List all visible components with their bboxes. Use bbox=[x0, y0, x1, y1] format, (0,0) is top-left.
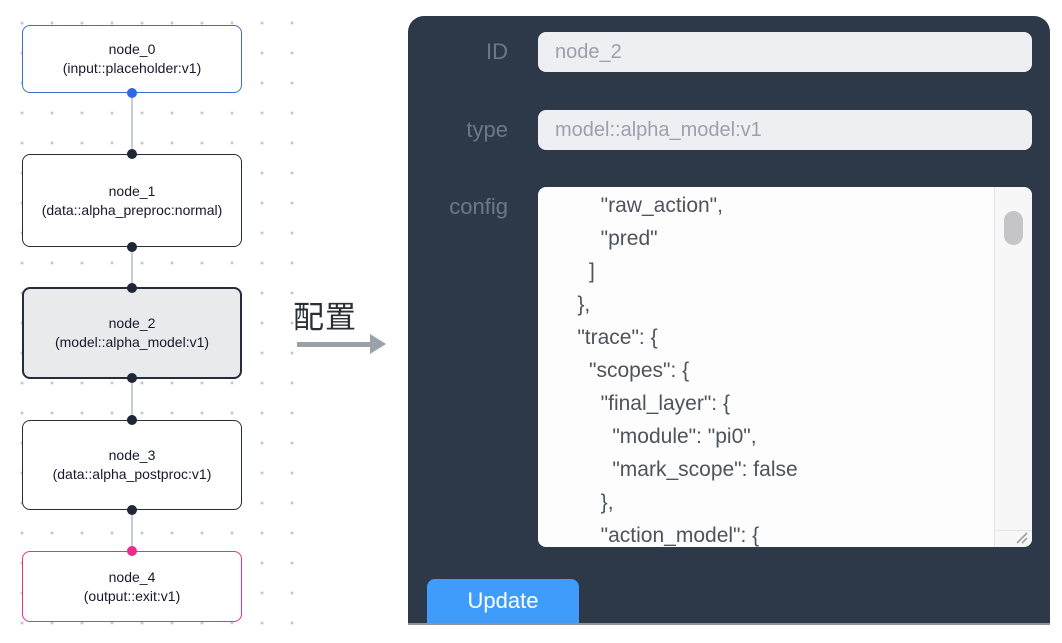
node-subtitle: (output::exit:v1) bbox=[83, 587, 181, 604]
config-panel: ID type config "raw_action", "pred" ] },… bbox=[408, 16, 1050, 625]
id-label: ID bbox=[486, 39, 508, 64]
resize-handle-icon bbox=[1016, 532, 1028, 544]
node-subtitle: (data::alpha_postproc:v1) bbox=[52, 466, 212, 482]
node-subtitle: (data::alpha_preproc:normal) bbox=[41, 201, 223, 218]
edge-node0-node1 bbox=[131, 93, 133, 154]
arrow-line bbox=[297, 342, 371, 347]
node-title: node_0 bbox=[108, 41, 156, 57]
resize-handle[interactable] bbox=[994, 530, 1032, 547]
input-port[interactable] bbox=[127, 149, 137, 159]
edge-node3-node4 bbox=[131, 510, 133, 551]
output-port[interactable] bbox=[127, 505, 137, 515]
config-json-text: "raw_action", "pred" ] }, "trace": { "sc… bbox=[577, 194, 798, 547]
flow-node-node_4[interactable]: node_4 (output::exit:v1) bbox=[22, 546, 242, 622]
config-textarea[interactable]: "raw_action", "pred" ] }, "trace": { "sc… bbox=[538, 187, 1032, 547]
output-port[interactable] bbox=[127, 242, 137, 252]
output-port[interactable] bbox=[127, 373, 137, 383]
flow-node-node_3[interactable]: node_3 (data::alpha_postproc:v1) bbox=[22, 415, 242, 515]
output-port[interactable] bbox=[127, 88, 137, 98]
flow-node-node_1[interactable]: node_1 (data::alpha_preproc:normal) bbox=[22, 149, 242, 252]
config-label: config bbox=[449, 194, 508, 219]
update-button[interactable]: Update bbox=[427, 579, 579, 623]
config-scrollbar-thumb[interactable] bbox=[1004, 211, 1023, 245]
input-port[interactable] bbox=[127, 546, 137, 556]
node-title: node_4 bbox=[108, 568, 156, 585]
input-port[interactable] bbox=[127, 283, 137, 293]
config-scrollbar[interactable] bbox=[994, 187, 1032, 547]
type-input[interactable] bbox=[538, 110, 1032, 150]
config-annotation-label: 配置 bbox=[293, 300, 357, 335]
type-label: type bbox=[466, 117, 508, 142]
flow-node-node_2-selected[interactable]: node_2 (model::alpha_model:v1) bbox=[22, 283, 242, 383]
arrow-head-icon bbox=[370, 334, 386, 354]
input-port[interactable] bbox=[127, 415, 137, 425]
edge-node1-node2 bbox=[131, 247, 133, 287]
flow-canvas[interactable]: node_0 (input::placeholder:v1) node_1 (d… bbox=[0, 0, 306, 643]
node-title: node_2 bbox=[108, 315, 156, 331]
node-title: node_3 bbox=[108, 447, 156, 463]
node-title: node_1 bbox=[108, 182, 156, 199]
flow-node-node_0[interactable]: node_0 (input::placeholder:v1) bbox=[22, 25, 242, 98]
edge-node2-node3 bbox=[131, 379, 133, 420]
node-subtitle: (input::placeholder:v1) bbox=[62, 60, 202, 76]
id-input[interactable] bbox=[538, 32, 1032, 72]
node-subtitle: (model::alpha_model:v1) bbox=[54, 334, 210, 350]
